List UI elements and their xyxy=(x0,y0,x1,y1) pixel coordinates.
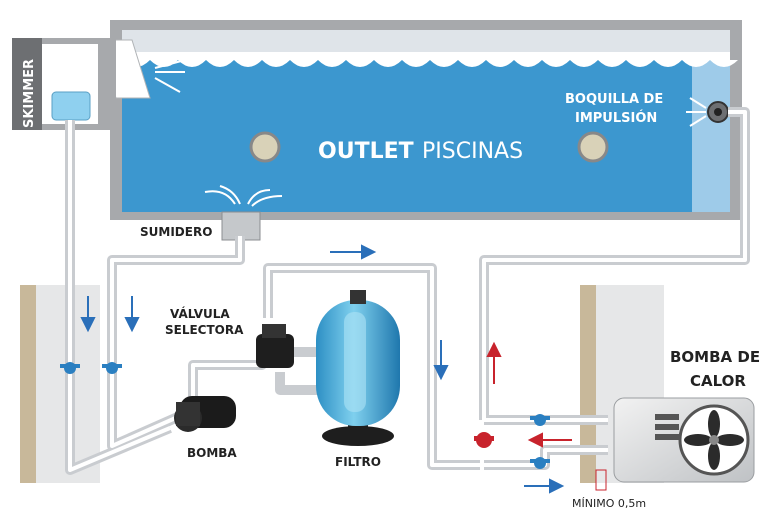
heat-pump xyxy=(613,397,755,483)
main-drain xyxy=(221,211,261,241)
arrow-down-icon xyxy=(433,340,449,381)
bomba-label: BOMBA xyxy=(187,446,237,460)
boquilla-label-1: BOQUILLA DE xyxy=(565,92,663,107)
pool-light-left xyxy=(249,131,281,163)
return-nozzle xyxy=(707,101,729,123)
pool-light-right xyxy=(577,131,609,163)
pump xyxy=(174,396,236,432)
pool xyxy=(95,20,742,220)
sand-filter xyxy=(316,290,400,446)
pipes-highlight xyxy=(68,110,747,472)
valvula-label-2: SELECTORA xyxy=(165,323,244,337)
arrow-right-icon xyxy=(330,244,377,260)
valvula-label-1: VÁLVULA xyxy=(170,306,230,321)
flow-arrows-blue xyxy=(80,244,565,494)
valve-bypass-icon xyxy=(474,432,494,448)
arrow-right-icon xyxy=(524,478,565,494)
arrow-left-icon xyxy=(527,432,572,448)
skimmer xyxy=(12,38,116,130)
selector-valve xyxy=(256,324,294,368)
minimum-distance-marker xyxy=(595,469,607,491)
fan-icon xyxy=(684,410,744,470)
skimmer-flow-arrows-icon xyxy=(154,59,186,93)
arrow-down-icon xyxy=(80,296,96,333)
bomba-calor-label-2: CALOR xyxy=(690,372,746,390)
valve-skimmer-icon xyxy=(60,362,80,374)
valve-hp-out-icon xyxy=(530,457,550,469)
sumidero-label: SUMIDERO xyxy=(140,225,212,239)
nozzle-arrows-icon xyxy=(686,97,707,127)
boquilla-label-2: IMPULSIÓN xyxy=(575,110,657,126)
arrow-down-icon xyxy=(124,296,140,333)
flow-arrows-red xyxy=(486,341,572,448)
brand-outlet: OUTLET xyxy=(318,139,414,164)
brand-piscinas: PISCINAS xyxy=(422,139,523,164)
skimmer-label: SKIMMER xyxy=(22,59,37,128)
drain-flow-arrows-icon xyxy=(204,185,283,207)
bomba-calor-label-1: BOMBA DE xyxy=(670,348,760,366)
filtro-label: FILTRO xyxy=(335,455,381,469)
minimo-label: MÍNIMO 0,5m xyxy=(572,497,646,510)
valve-hp-in-icon xyxy=(530,414,550,426)
valve-drain-icon xyxy=(102,362,122,374)
arrow-up-icon xyxy=(486,341,502,384)
